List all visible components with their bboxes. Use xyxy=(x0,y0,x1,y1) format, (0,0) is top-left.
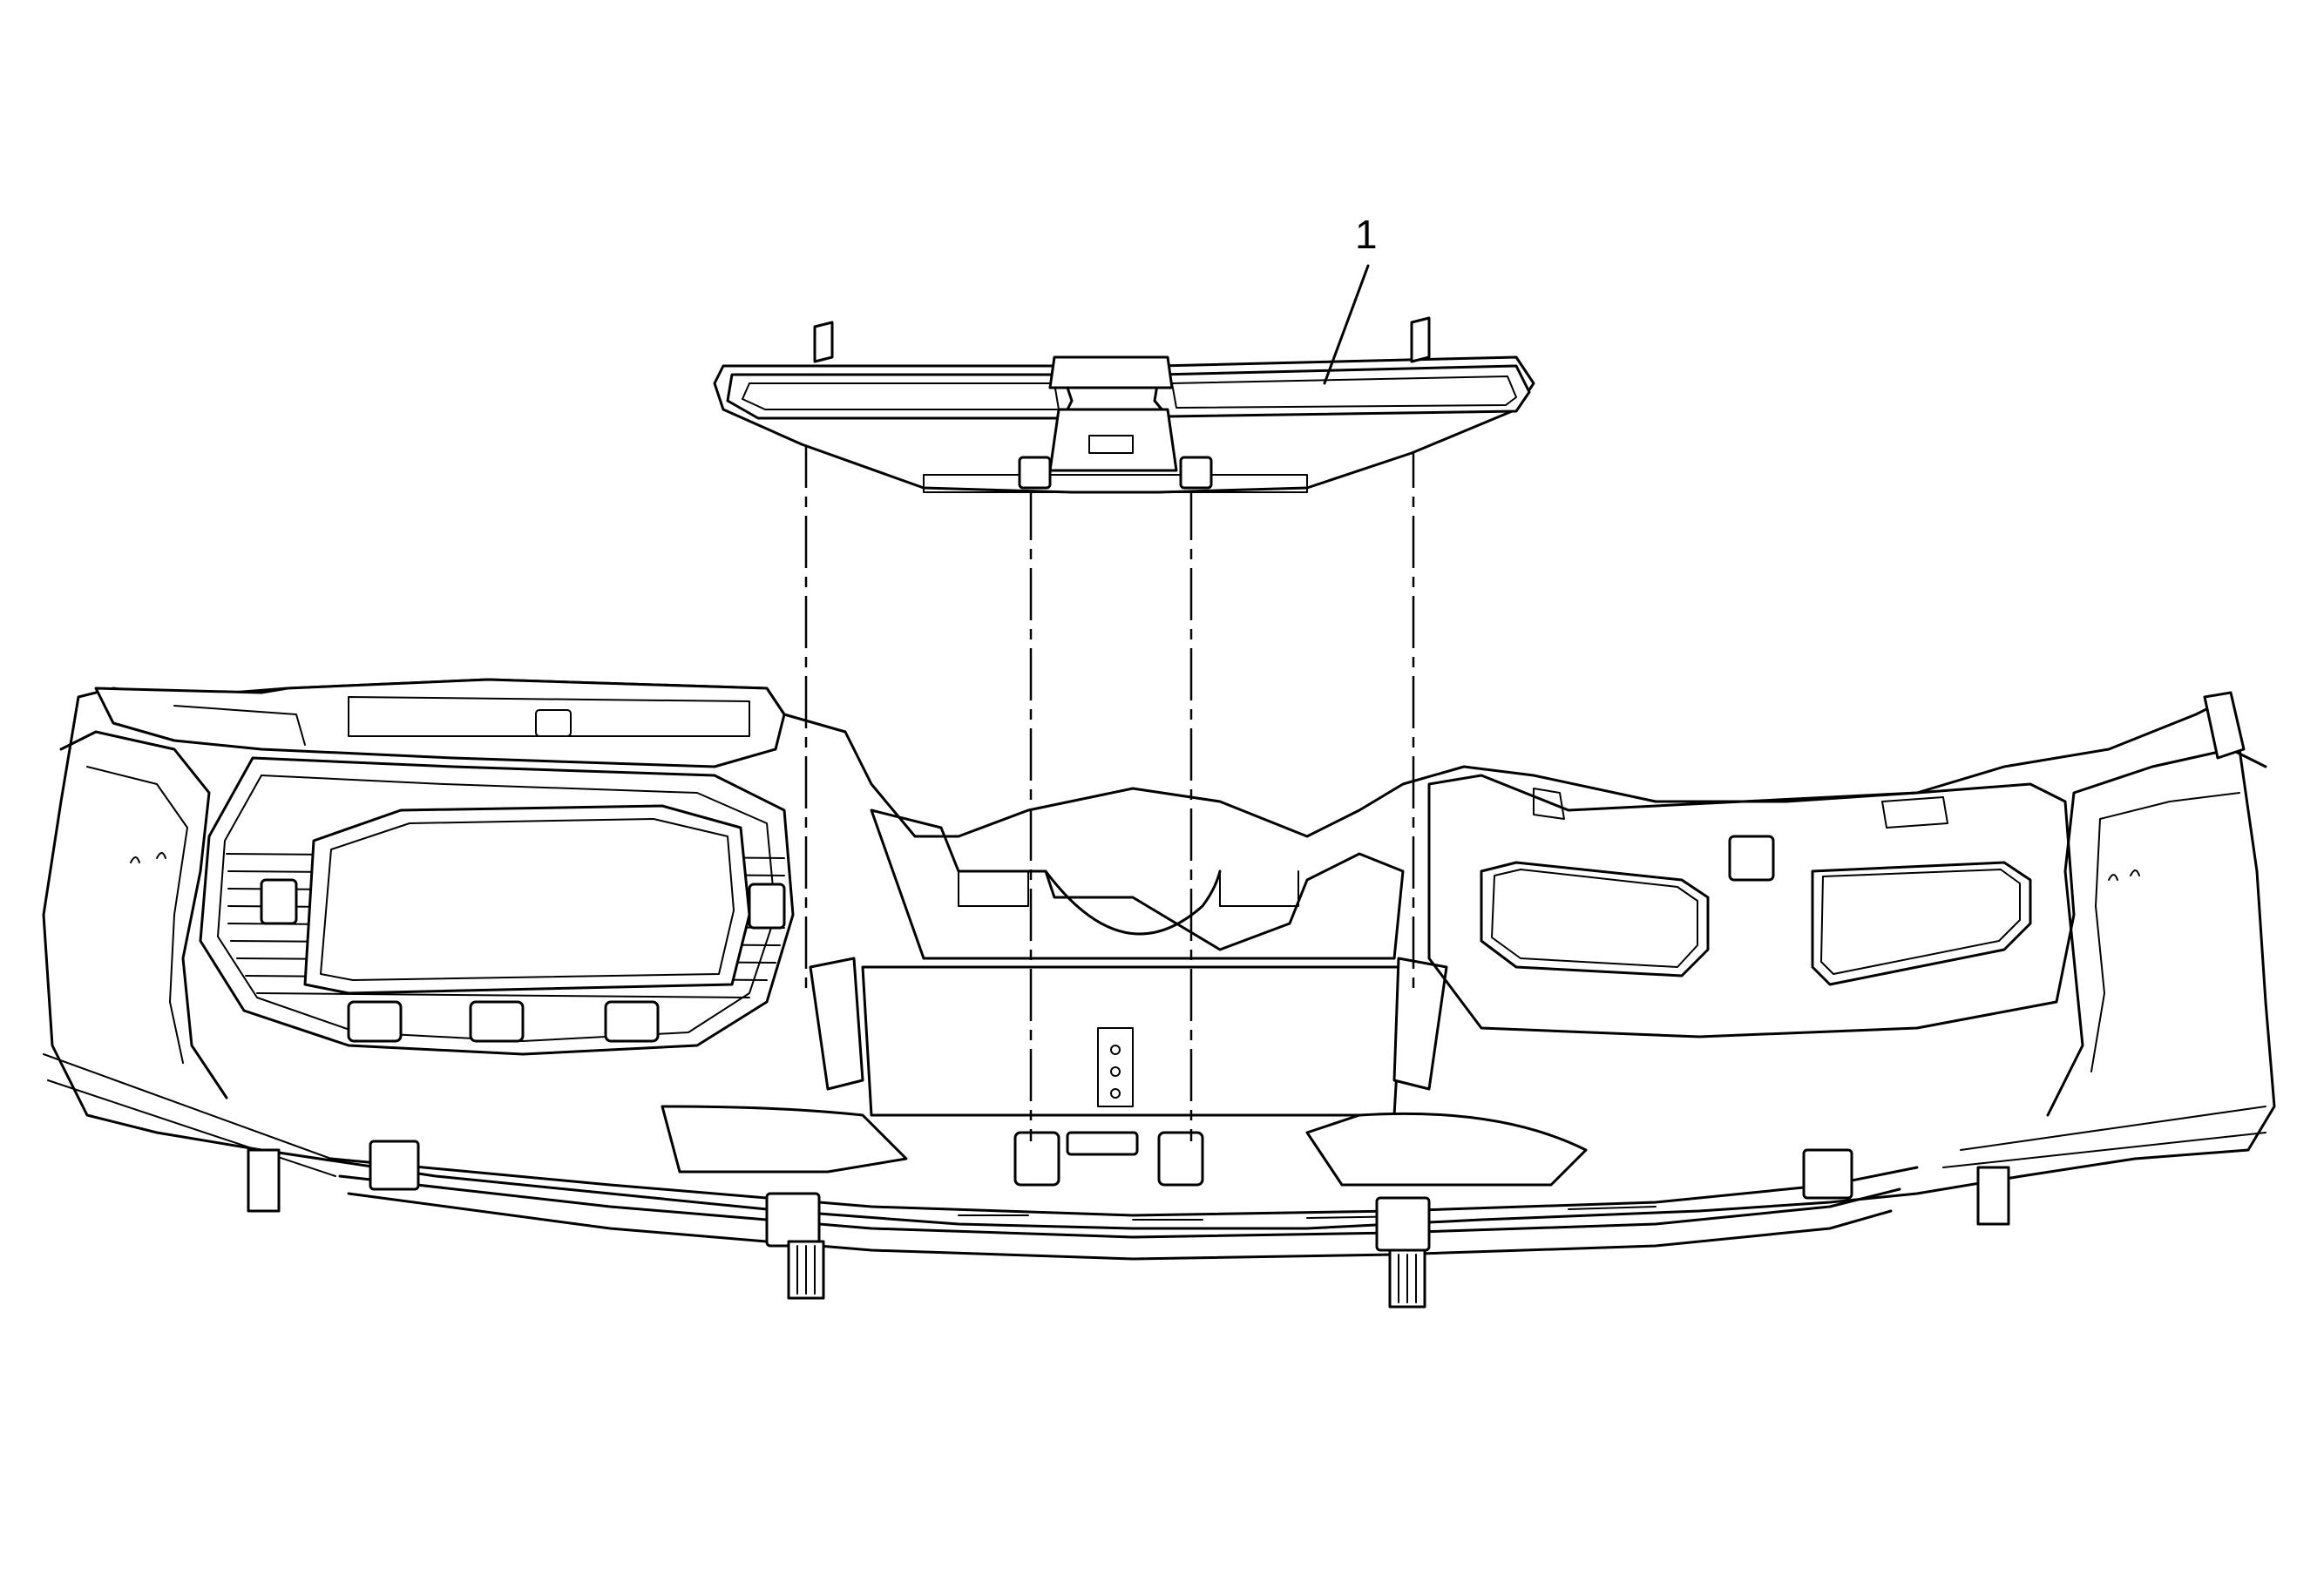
instrument-panel-carrier xyxy=(42,678,2276,1309)
upper-left-shroud xyxy=(94,678,786,768)
right-storage-region xyxy=(1427,774,2076,1038)
left-cluster-opening xyxy=(199,756,795,1056)
center-stack-region xyxy=(809,808,1448,1187)
installation-guide-lines xyxy=(804,436,1415,1141)
callout-1-leader xyxy=(1323,264,1370,385)
lower-trim-strip xyxy=(43,1053,2266,1309)
callout-1: 1 xyxy=(1323,212,1378,385)
defroster-duct xyxy=(713,316,1535,494)
callout-1-label: 1 xyxy=(1355,212,1378,257)
